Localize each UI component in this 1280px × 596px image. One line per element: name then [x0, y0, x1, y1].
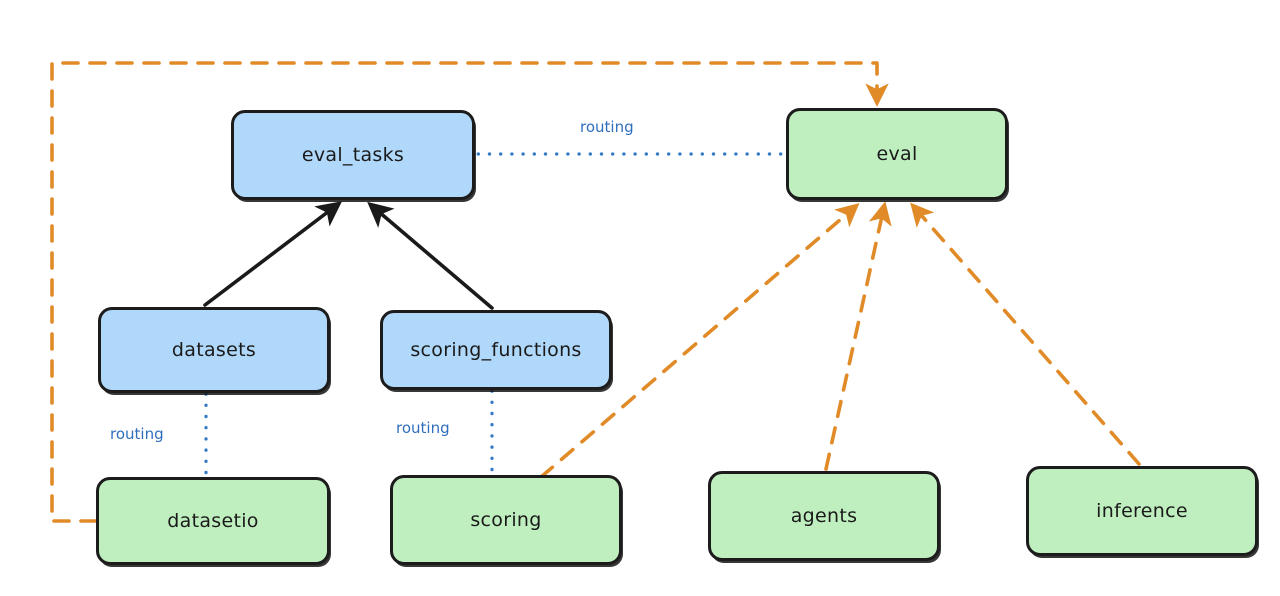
node-eval-tasks-label: eval_tasks — [301, 144, 405, 166]
edge-label-routing-scoring-functions-scoring: routing — [396, 419, 450, 437]
node-scoring-label: scoring — [470, 509, 542, 531]
node-scoring-functions-label: scoring_functions — [410, 339, 582, 361]
edge-datasetio-to-eval — [50, 61, 889, 523]
node-eval[interactable]: eval — [786, 108, 1008, 200]
node-datasets[interactable]: datasets — [98, 307, 330, 393]
edge-label-routing-eval-tasks-eval: routing — [580, 118, 634, 136]
edge-datasets-to-eval-tasks — [203, 201, 343, 307]
edge-agents-to-eval — [824, 201, 892, 471]
node-datasetio-label: datasetio — [167, 510, 259, 532]
edge-inference-to-eval — [910, 202, 1141, 466]
edge-label-routing-datasets-datasetio: routing — [110, 425, 164, 443]
edge-scoring-functions-to-eval-tasks — [367, 201, 494, 310]
node-datasetio[interactable]: datasetio — [96, 477, 330, 565]
node-inference[interactable]: inference — [1026, 466, 1258, 556]
node-eval-label: eval — [876, 143, 918, 165]
node-scoring[interactable]: scoring — [390, 475, 622, 565]
node-datasets-label: datasets — [171, 339, 257, 361]
node-agents-label: agents — [790, 505, 858, 527]
edge-scoring-to-eval — [539, 203, 860, 479]
node-agents[interactable]: agents — [708, 471, 940, 561]
node-inference-label: inference — [1096, 500, 1188, 522]
node-scoring-functions[interactable]: scoring_functions — [380, 310, 612, 390]
node-eval-tasks[interactable]: eval_tasks — [231, 110, 475, 200]
